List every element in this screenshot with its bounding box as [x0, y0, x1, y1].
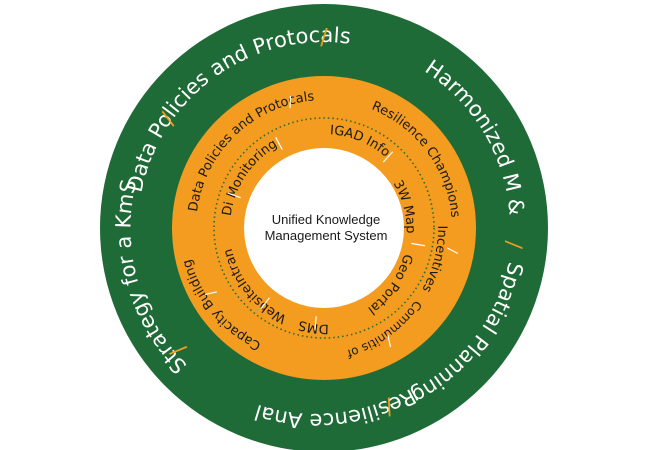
- dotted-divider: [213, 117, 435, 339]
- center-title-line2: Management System: [265, 228, 388, 243]
- outer-separator-1: /: [500, 240, 526, 250]
- middle-inner-separator-5: |: [225, 190, 242, 200]
- inner-label-dms: DMS: [297, 317, 329, 336]
- outer-separator-0: /: [320, 26, 328, 51]
- middle-inner-separator-3: |: [313, 315, 319, 331]
- middle-inner-separator-2: |: [410, 241, 427, 248]
- middle-outer-separator-1: /: [444, 247, 461, 255]
- middle-outer-separator-0: /: [286, 94, 295, 111]
- center-circle: [244, 148, 404, 308]
- center-title-line1: Unified Knowledge: [272, 212, 380, 227]
- middle-inner-separator-0: |: [273, 135, 285, 151]
